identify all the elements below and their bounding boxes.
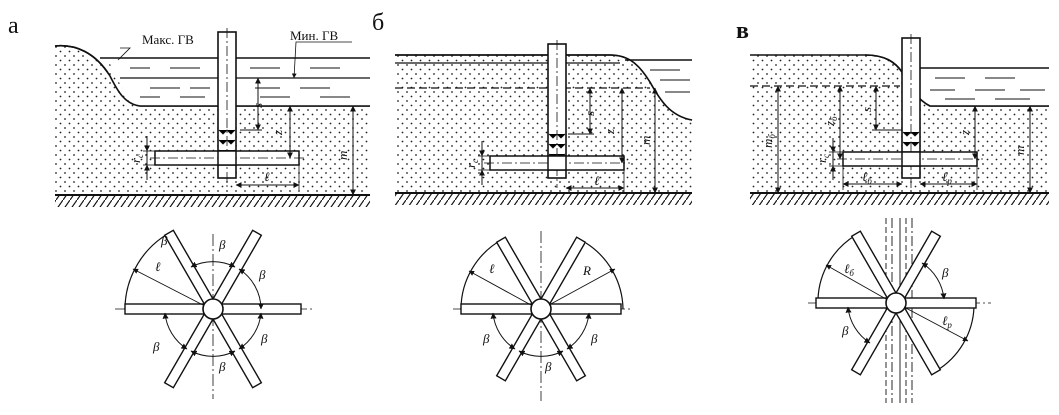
panel-a-label-s: s xyxy=(250,103,265,108)
panel-v-label-zb: zб xyxy=(822,116,839,127)
panel-a-label-l: ℓ xyxy=(264,169,270,184)
panel-b-plan-beta-2: β xyxy=(544,359,552,374)
panel-a-letter: а xyxy=(8,13,19,39)
panel-a-label-min-gw: Мин. ГВ xyxy=(290,28,338,43)
panel-a-label-rc: rc xyxy=(128,154,145,163)
panel-b-plan: ℓ R β β β xyxy=(453,231,631,401)
panel-b-label-l: ℓ xyxy=(594,173,600,188)
panel-a-label-m: m xyxy=(335,151,350,160)
panel-a-plan-beta-3: β xyxy=(260,331,268,346)
panel-b-impervious-base xyxy=(395,193,692,205)
panel-v-label-s: s xyxy=(859,107,874,112)
panel-b-plan-label-l: ℓ xyxy=(489,261,495,276)
panel-b: б s z m rc ℓ xyxy=(372,10,693,205)
panel-a-plan-beta-5: β xyxy=(152,339,160,354)
panel-b-plan-label-R: R xyxy=(582,263,591,278)
panel-a-plan-caisson xyxy=(202,298,224,320)
panel-a-plan-beta-4: β xyxy=(218,359,226,374)
panel-v-plan-beta-2: β xyxy=(841,323,849,338)
panel-a-plan-label-l: ℓ xyxy=(155,259,161,274)
panel-v-label-rc: rc xyxy=(814,154,831,163)
panel-v-label-lr: ℓр xyxy=(942,169,952,186)
panel-b-label-z: z xyxy=(602,129,617,135)
panel-a-plan-beta-6: β xyxy=(160,233,168,248)
panel-a-label-max-gw: Макс. ГВ xyxy=(142,32,194,47)
panel-a: а xyxy=(8,13,370,207)
panel-b-plan-beta-1: β xyxy=(482,331,490,346)
panel-v: в mб xyxy=(736,18,1049,205)
panel-a-plan: ℓ β β β β β β xyxy=(115,229,313,399)
panel-v-plan-label-lr: ℓр xyxy=(942,313,952,330)
panel-a-impervious-base xyxy=(55,195,370,207)
panel-b-letter: б xyxy=(372,10,384,36)
panel-v-label-z: z xyxy=(957,130,972,136)
panel-a-plan-beta-1: β xyxy=(218,237,226,252)
panel-v-label-mb: mб xyxy=(760,134,777,148)
panel-v-plan: ℓб ℓр β β xyxy=(808,218,991,403)
panel-a-label-z: z xyxy=(270,130,285,136)
panel-b-plan-caisson xyxy=(530,298,552,320)
panel-b-plan-beta-3: β xyxy=(590,331,598,346)
panel-v-label-m: m xyxy=(1012,146,1027,155)
panel-v-label-lb: ℓб xyxy=(862,169,872,186)
panel-v-plan-beta-1: β xyxy=(941,265,949,280)
panel-v-impervious-base xyxy=(750,193,1049,205)
panel-v-letter: в xyxy=(736,18,749,44)
panel-b-label-rc: rc xyxy=(463,159,480,168)
panel-a-plan-beta-2: β xyxy=(258,267,266,282)
panel-v-plan-caisson xyxy=(885,292,907,314)
panel-b-label-s: s xyxy=(582,111,597,116)
panel-v-plan-label-lb: ℓб xyxy=(844,261,854,278)
panel-b-label-m: m xyxy=(638,136,653,145)
